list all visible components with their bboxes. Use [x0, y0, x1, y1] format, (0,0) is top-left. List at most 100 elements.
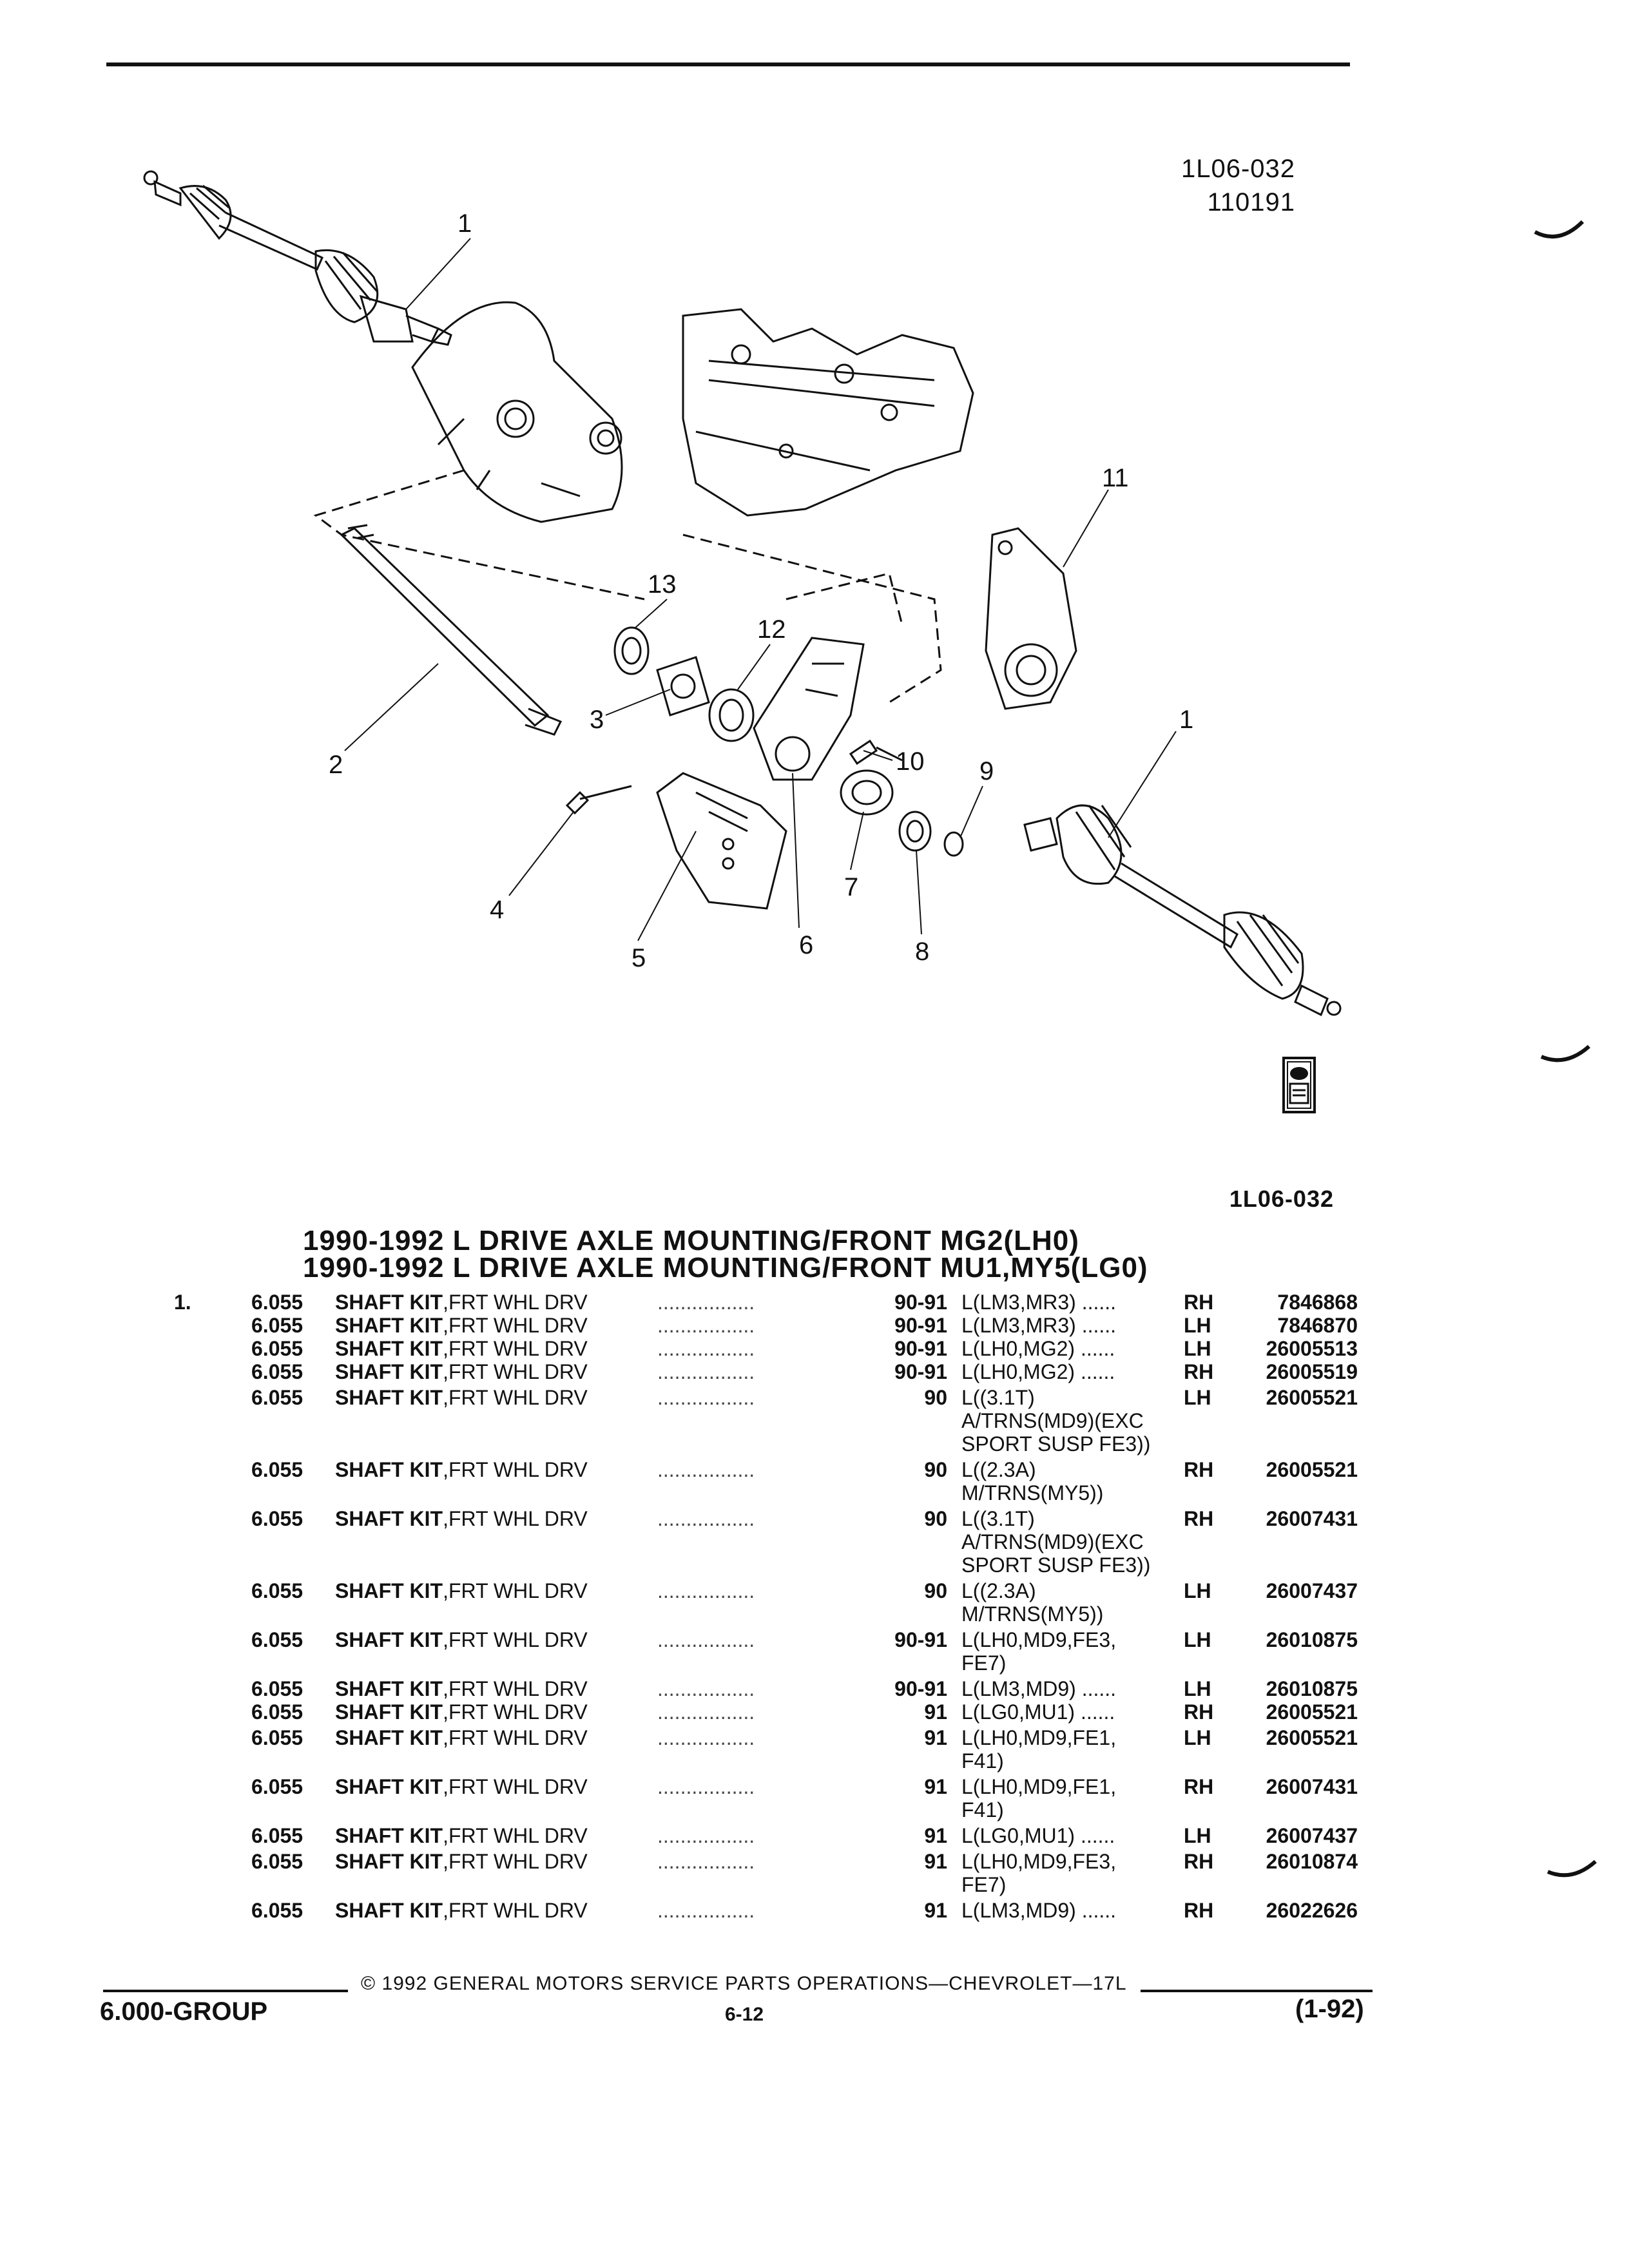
part-name: SHAFT KIT [335, 1899, 443, 1922]
leader-dots: ................. [657, 1507, 755, 1530]
part-qualifier: ,FRT WHL DRV [443, 1677, 588, 1700]
ring-9 [943, 831, 964, 857]
part-name: SHAFT KIT [335, 1700, 443, 1724]
item-number: 1. [174, 1291, 191, 1314]
section-title: 1990-1992 L DRIVE AXLE MOUNTING/FRONT MG… [303, 1225, 1079, 1256]
part-number: 26005521 [1266, 1726, 1358, 1749]
side: RH [1184, 1507, 1214, 1530]
part-name: SHAFT KIT [335, 1337, 443, 1360]
leader-dots: ................. [657, 1458, 755, 1481]
group-code: 6.055 [251, 1314, 304, 1337]
leader-lines [344, 238, 1177, 941]
side: RH [1184, 1899, 1214, 1922]
part-description: SHAFT KIT,FRT WHL DRV [335, 1724, 657, 1773]
group-code: 6.055 [251, 1775, 304, 1798]
application-line: L(LG0,MU1) ...... [961, 1824, 1115, 1847]
part-number: 26007437 [1266, 1579, 1358, 1602]
application: L((2.3A)M/TRNS(MY5)) [961, 1577, 1184, 1626]
part-number: 7846870 [1277, 1314, 1358, 1337]
leader-dots: ................. [657, 1726, 755, 1749]
application: L(LH0,MD9,FE3,FE7) [961, 1847, 1184, 1896]
callout-1-lower: 1 [1179, 706, 1193, 734]
callout-8: 8 [915, 937, 929, 966]
leader-dots: ................. [657, 1899, 755, 1922]
side: LH [1184, 1579, 1211, 1602]
application-line: FE7) [961, 1651, 1007, 1675]
part-description: SHAFT KIT,FRT WHL DRV [335, 1577, 657, 1626]
part-name: SHAFT KIT [335, 1360, 443, 1383]
exploded-parts-diagram: 1 1 2 3 4 5 6 7 8 9 10 11 13 12 [143, 170, 1342, 1017]
group-code: 6.055 [251, 1507, 304, 1530]
callout-13: 13 [648, 570, 677, 599]
side: LH [1184, 1386, 1211, 1409]
revision-date: (1-92) [1295, 1995, 1364, 2023]
group-code: 6.055 [251, 1458, 304, 1481]
part-qualifier: ,FRT WHL DRV [443, 1337, 588, 1360]
part-description: SHAFT KIT,FRT WHL DRV [335, 1626, 657, 1675]
application-line: F41) [961, 1798, 1004, 1821]
part-qualifier: ,FRT WHL DRV [443, 1458, 588, 1481]
illustration-ref-bottom: 1L06-032 [1229, 1186, 1334, 1212]
group-code: 6.055 [251, 1824, 304, 1847]
model-years: 90-91 [894, 1314, 947, 1337]
part-qualifier: ,FRT WHL DRV [443, 1700, 588, 1724]
callout-11: 11 [1102, 464, 1129, 492]
application-line: L(LG0,MU1) ...... [961, 1700, 1115, 1724]
group-code: 6.055 [251, 1677, 304, 1700]
side: LH [1184, 1314, 1211, 1337]
part-description: SHAFT KIT,FRT WHL DRV [335, 1337, 657, 1360]
gm-spo-logo [1282, 1057, 1316, 1113]
item-number [174, 1456, 251, 1504]
bearing-7 [840, 769, 894, 816]
application-line: L((2.3A) [961, 1579, 1036, 1602]
side: LH [1184, 1628, 1211, 1651]
part-number: 26007431 [1266, 1507, 1358, 1530]
footer-rule-left [103, 1990, 348, 1992]
side: RH [1184, 1775, 1214, 1798]
application-line: SPORT SUSP FE3)) [961, 1553, 1151, 1577]
part-qualifier: ,FRT WHL DRV [443, 1386, 588, 1409]
model-years: 91 [924, 1775, 947, 1798]
part-name: SHAFT KIT [335, 1458, 443, 1481]
side: RH [1184, 1360, 1214, 1383]
leader-dots: ................. [657, 1337, 755, 1360]
item-number [174, 1577, 251, 1626]
item-number [174, 1626, 251, 1675]
model-years: 90-91 [894, 1677, 947, 1700]
leader-dots: ................. [657, 1386, 755, 1409]
application: L(LM3,MD9) ...... [961, 1896, 1184, 1922]
model-years: 90-91 [894, 1628, 947, 1651]
application-line: L(LH0,MD9,FE1, [961, 1726, 1117, 1749]
side: RH [1184, 1458, 1214, 1481]
item-number [174, 1896, 251, 1922]
bolt-10 [849, 739, 903, 765]
group-code: 6.055 [251, 1700, 304, 1724]
part-description: SHAFT KIT,FRT WHL DRV [335, 1847, 657, 1896]
callout-1-upper: 1 [458, 209, 472, 238]
model-years: 90 [924, 1386, 947, 1409]
part-qualifier: ,FRT WHL DRV [443, 1314, 588, 1337]
part-number: 26005521 [1266, 1458, 1358, 1481]
model-years: 90 [924, 1579, 947, 1602]
leader-dots: ................. [657, 1314, 755, 1337]
bracket-6 [753, 637, 865, 781]
transaxle-housing [411, 301, 623, 523]
leader-dots: ................. [657, 1677, 755, 1700]
binder-hole-mark [1547, 1860, 1597, 1878]
item-number [174, 1821, 251, 1847]
bracket-11 [985, 527, 1077, 710]
callout-4: 4 [490, 896, 504, 924]
application-line: M/TRNS(MY5)) [961, 1602, 1104, 1626]
table-row: 6.055 SHAFT KIT,FRT WHL DRV..............… [174, 1456, 1358, 1504]
page-number: 6-12 [725, 2004, 764, 2025]
engine-block [682, 308, 974, 517]
item-number [174, 1724, 251, 1773]
part-description: SHAFT KIT,FRT WHL DRV [335, 1314, 657, 1337]
part-qualifier: ,FRT WHL DRV [443, 1291, 588, 1314]
part-name: SHAFT KIT [335, 1850, 443, 1873]
bolt-4 [565, 785, 632, 815]
